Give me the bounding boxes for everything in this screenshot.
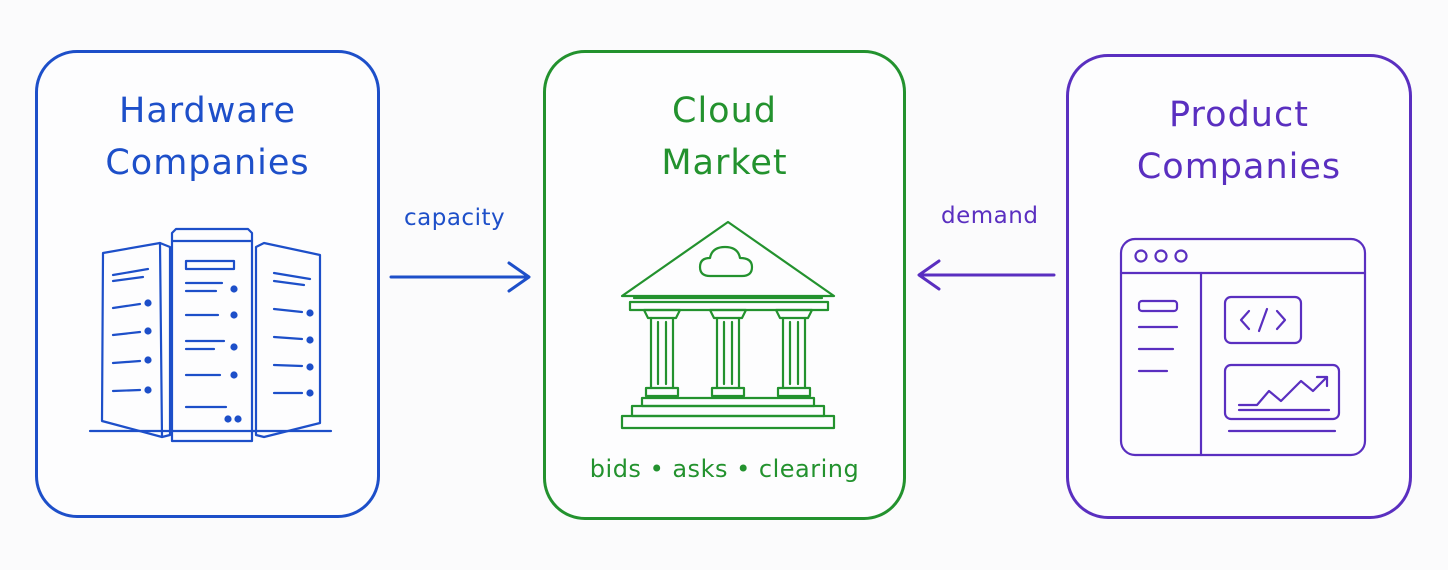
product-title-line1: Product bbox=[1169, 95, 1309, 135]
bank-with-cloud-icon bbox=[620, 220, 836, 430]
product-companies-title: Product Companies bbox=[1069, 89, 1409, 193]
hardware-companies-box: Hardware Companies bbox=[35, 50, 380, 518]
browser-app-icon bbox=[1119, 237, 1367, 457]
cloud-market-box: Cloud Market bids • asks • clearing bbox=[543, 50, 906, 520]
hardware-title-line1: Hardware bbox=[119, 91, 296, 131]
cloud-market-title: Cloud Market bbox=[546, 85, 903, 189]
market-subtitle: bids • asks • clearing bbox=[589, 455, 860, 483]
capacity-label: capacity bbox=[404, 205, 506, 231]
demand-arrow-icon bbox=[917, 259, 1056, 291]
capacity-arrow-icon bbox=[389, 261, 531, 293]
market-title-line2: Market bbox=[661, 143, 788, 183]
server-racks-icon bbox=[88, 227, 333, 443]
hardware-companies-title: Hardware Companies bbox=[38, 85, 377, 189]
hardware-title-line2: Companies bbox=[105, 143, 310, 183]
demand-label: demand bbox=[941, 203, 1039, 229]
market-title-line1: Cloud bbox=[672, 91, 777, 131]
product-title-line2: Companies bbox=[1136, 147, 1342, 187]
product-companies-box: Product Companies bbox=[1066, 54, 1412, 519]
